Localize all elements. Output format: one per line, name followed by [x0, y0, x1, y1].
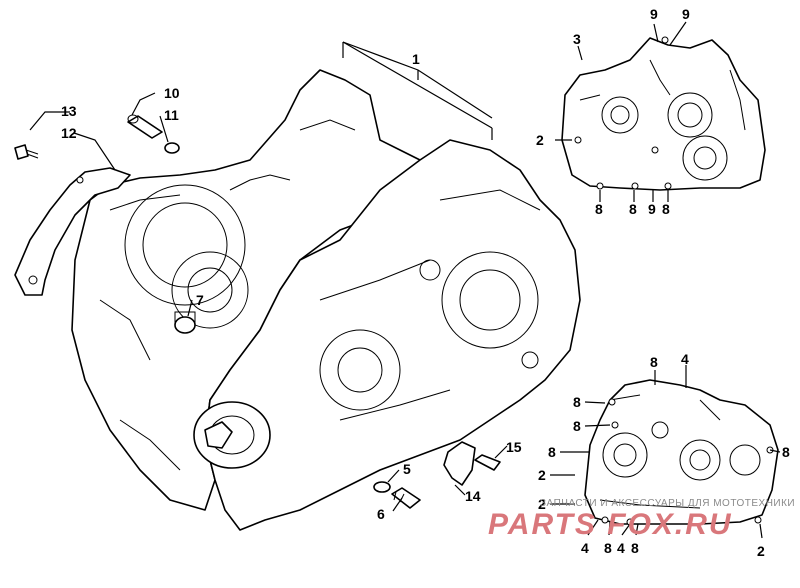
label-2-bottom: 2 [757, 543, 765, 559]
label-13: 13 [61, 103, 77, 119]
leader-lines [29, 21, 781, 539]
label-8-left-c: 8 [548, 444, 556, 460]
label-2-left-b: 2 [538, 496, 546, 512]
o-ring-part-11 [164, 142, 180, 154]
bolt-part-15 [474, 454, 501, 471]
label-12: 12 [61, 125, 77, 141]
bolt-part-6 [391, 487, 421, 509]
label-10: 10 [164, 85, 180, 101]
label-8-top-b: 8 [629, 201, 637, 217]
label-6: 6 [377, 506, 385, 522]
label-5: 5 [403, 461, 411, 477]
label-2-left-a: 2 [538, 467, 546, 483]
watermark-brand: PARTS FOX.RU [488, 508, 733, 541]
bolt-part-13 [14, 144, 39, 160]
crankcase-left-half [71, 69, 431, 511]
label-4-bottom-b: 4 [617, 540, 625, 556]
label-7: 7 [196, 292, 204, 308]
label-9-top-left: 9 [650, 6, 658, 22]
label-8-left-b: 8 [573, 418, 581, 434]
watermark-caption: ЗАПЧАСТИ И АКСЕССУАРЫ ДЛЯ МОТОТЕХНИКИ [540, 498, 795, 509]
label-4-bottom-a: 4 [581, 540, 589, 556]
label-15: 15 [506, 439, 522, 455]
label-8-right: 8 [782, 444, 790, 460]
label-9-bottom: 9 [648, 201, 656, 217]
label-8-bottom-top: 8 [650, 354, 658, 370]
washer-part-5 [373, 481, 391, 493]
callout-labels: 1 2 3 9 9 8 8 9 8 8 4 8 8 8 2 2 8 4 8 4 … [61, 6, 790, 559]
label-8-top-c: 8 [662, 201, 670, 217]
label-1: 1 [412, 51, 420, 67]
watermark: ЗАПЧАСТИ И АКСЕССУАРЫ ДЛЯ МОТОТЕХНИКИ PA… [488, 498, 795, 541]
label-8-bottom-b: 8 [631, 540, 639, 556]
label-3: 3 [573, 31, 581, 47]
crankcase-detail-top [561, 36, 766, 191]
label-2-top: 2 [536, 132, 544, 148]
output-flange [193, 401, 271, 469]
label-4-top: 4 [681, 351, 689, 367]
bearing-part-7 [174, 311, 196, 334]
label-14: 14 [465, 488, 481, 504]
label-8-top-a: 8 [595, 201, 603, 217]
label-8-bottom-a: 8 [604, 540, 612, 556]
dowel-pin-part-10 [127, 114, 163, 139]
label-8-left-a: 8 [573, 394, 581, 410]
label-9-top-right: 9 [682, 6, 690, 22]
bracket-part-12 [14, 167, 131, 296]
cover-part-14 [443, 441, 476, 486]
label-11: 11 [164, 107, 179, 123]
